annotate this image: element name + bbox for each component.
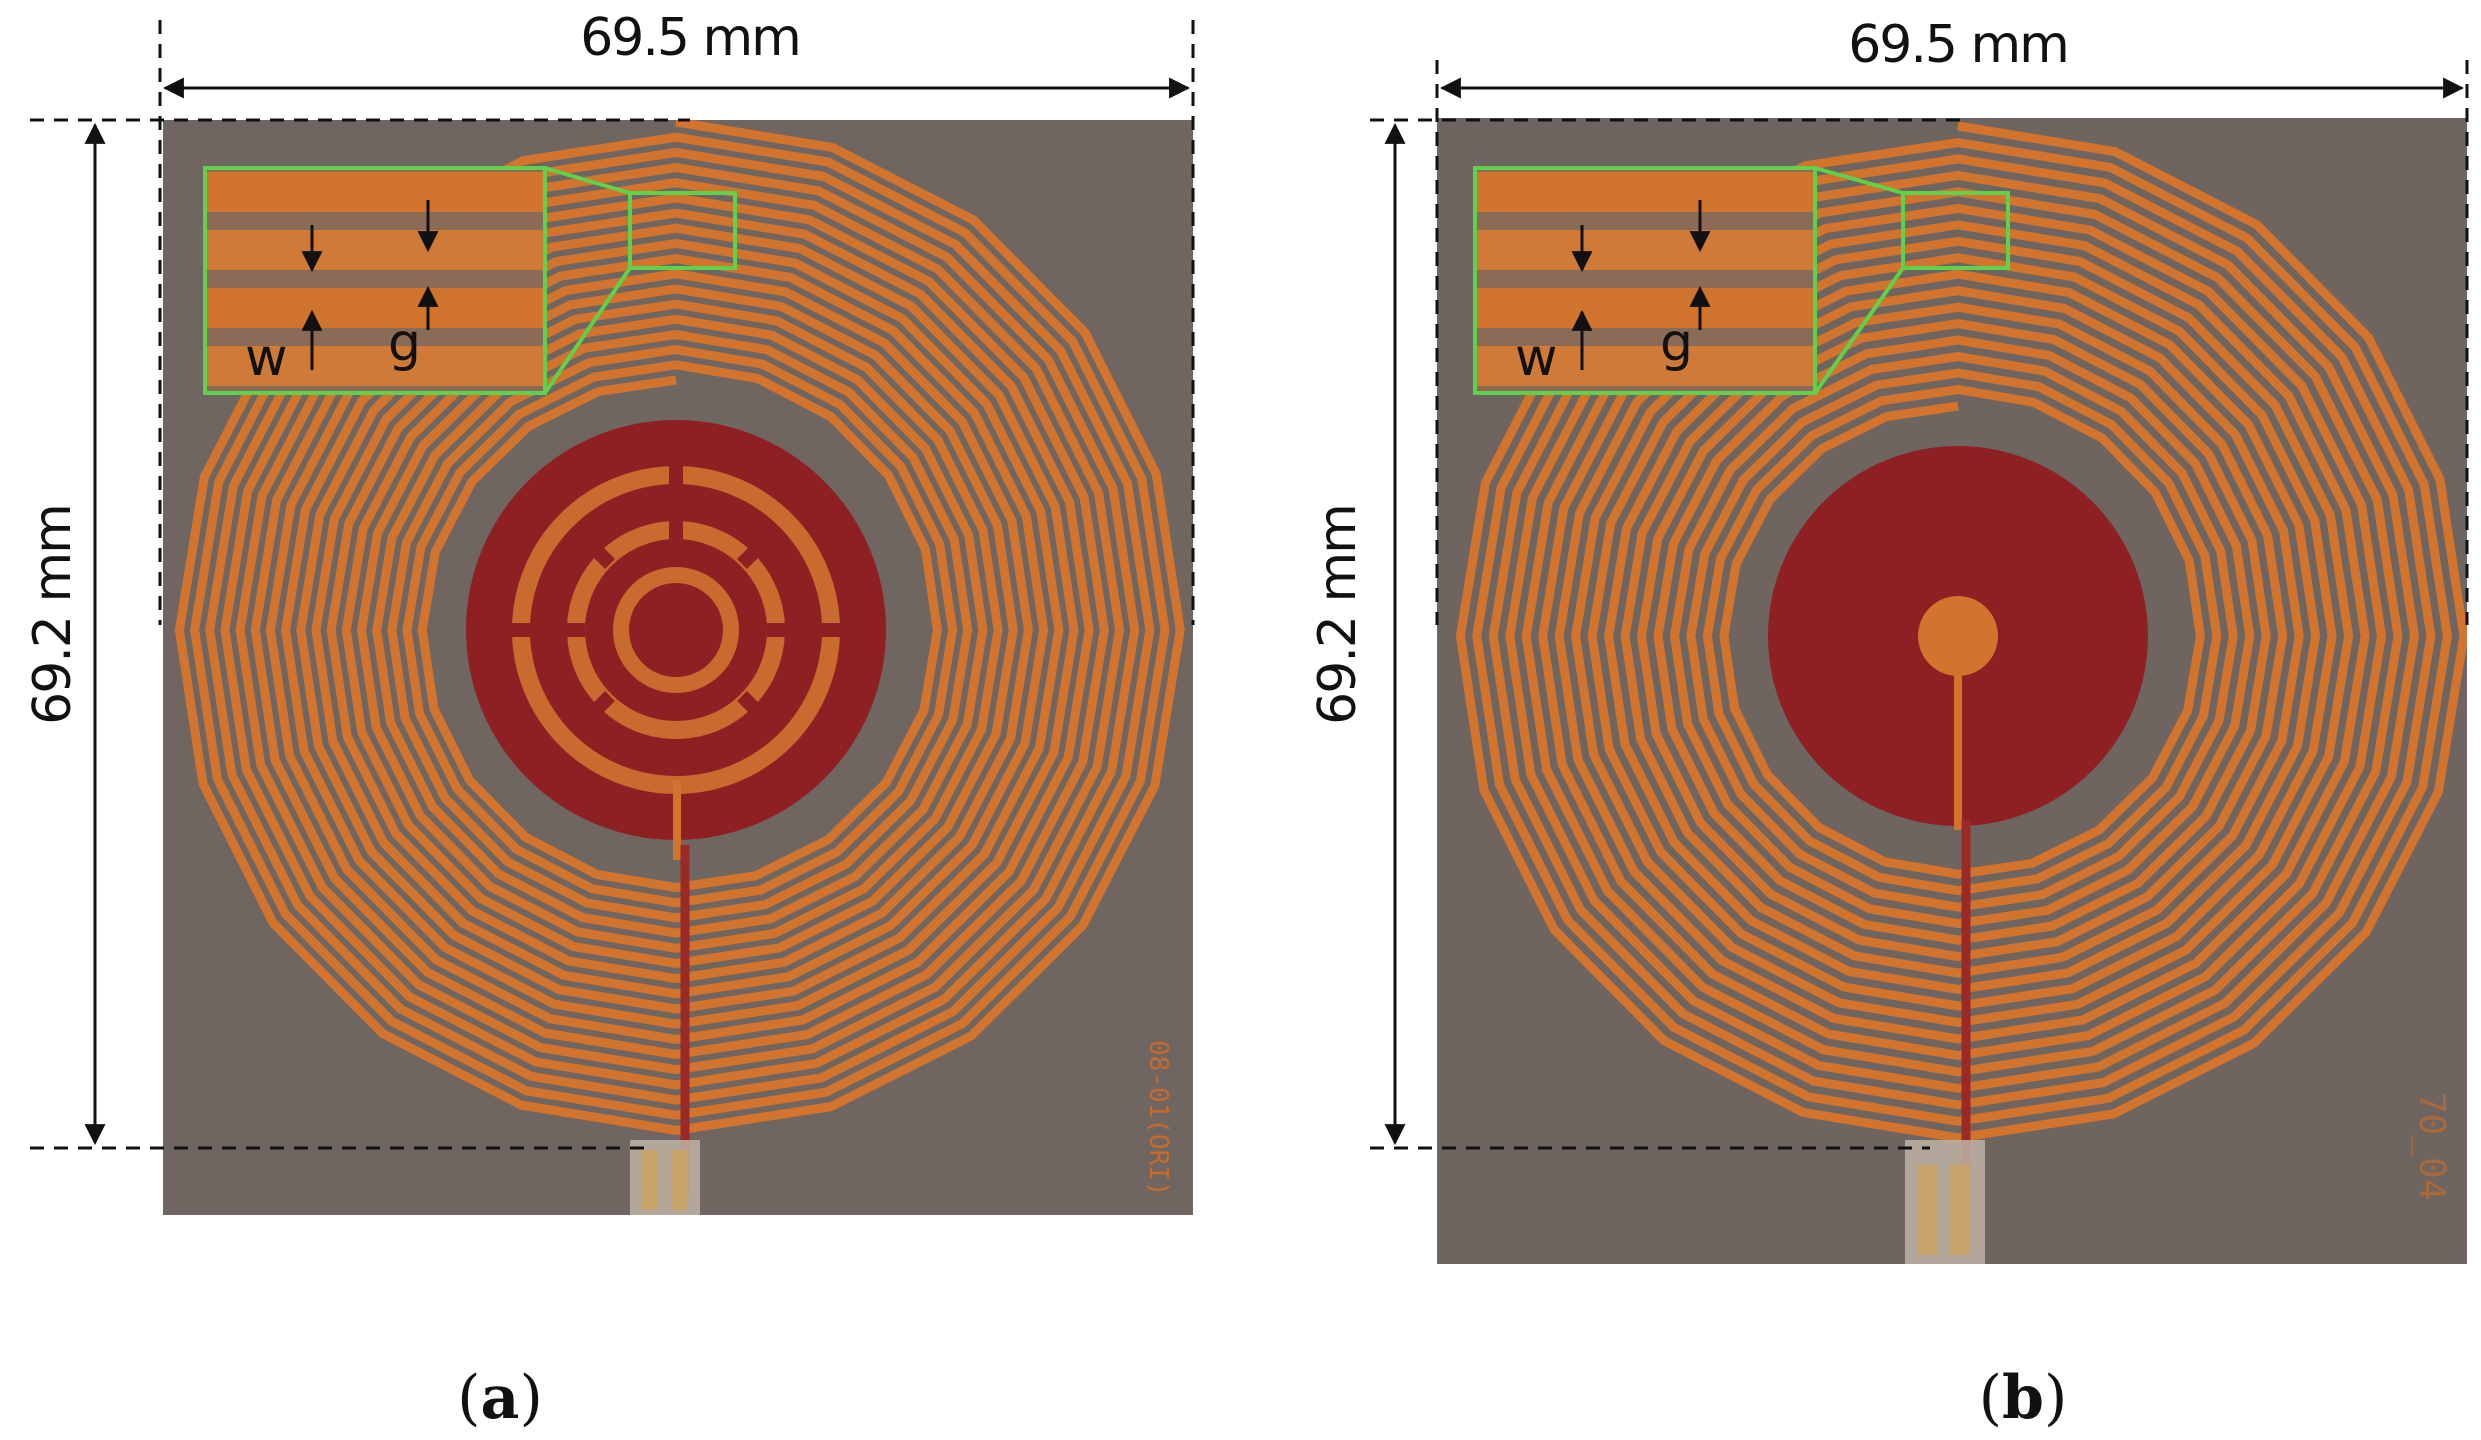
inset-frame-a xyxy=(203,166,547,395)
inset-a: w g xyxy=(203,166,737,395)
height-label-b: 69.2 mm xyxy=(1308,505,1368,725)
spiral-coil-b xyxy=(1455,121,2467,1143)
inset-g-label-a: g xyxy=(388,313,421,373)
spiral-coil-a xyxy=(174,120,1185,1135)
dimension-lines-b xyxy=(1370,60,2469,1150)
feed-line-b xyxy=(1954,670,1962,830)
inset-source-box-a xyxy=(628,191,737,270)
coil-trace xyxy=(1455,121,2467,1143)
dimension-lines-a xyxy=(30,20,1195,1150)
panel-a: 08-01(ORI) w g xyxy=(23,8,1195,1433)
inset-w-label-a: w xyxy=(245,328,288,388)
center-spokes-a xyxy=(510,462,842,735)
inset-source-box-b xyxy=(1901,191,2010,270)
panel-b: 70_04 w g xyxy=(1308,15,2469,1433)
width-label-b: 69.5 mm xyxy=(1848,15,2068,75)
caption-b: (b) xyxy=(1979,1363,2068,1433)
center-pad-b xyxy=(1918,596,1998,676)
board-id-a: 08-01(ORI) xyxy=(1143,1040,1173,1197)
inset-frame-b xyxy=(1473,166,1817,395)
coil-trace xyxy=(174,120,1185,1135)
connector-a xyxy=(630,1140,700,1215)
feed-line-a xyxy=(673,780,681,860)
board-id-b: 70_04 xyxy=(2411,1092,2452,1200)
width-label-a: 69.5 mm xyxy=(580,8,800,68)
inset-b: w g xyxy=(1473,166,2010,395)
connector-b xyxy=(1905,1140,1985,1264)
height-label-a: 69.2 mm xyxy=(23,505,83,725)
caption-a: (a) xyxy=(457,1363,543,1433)
inset-w-label-b: w xyxy=(1515,328,1558,388)
inset-g-label-b: g xyxy=(1660,313,1693,373)
